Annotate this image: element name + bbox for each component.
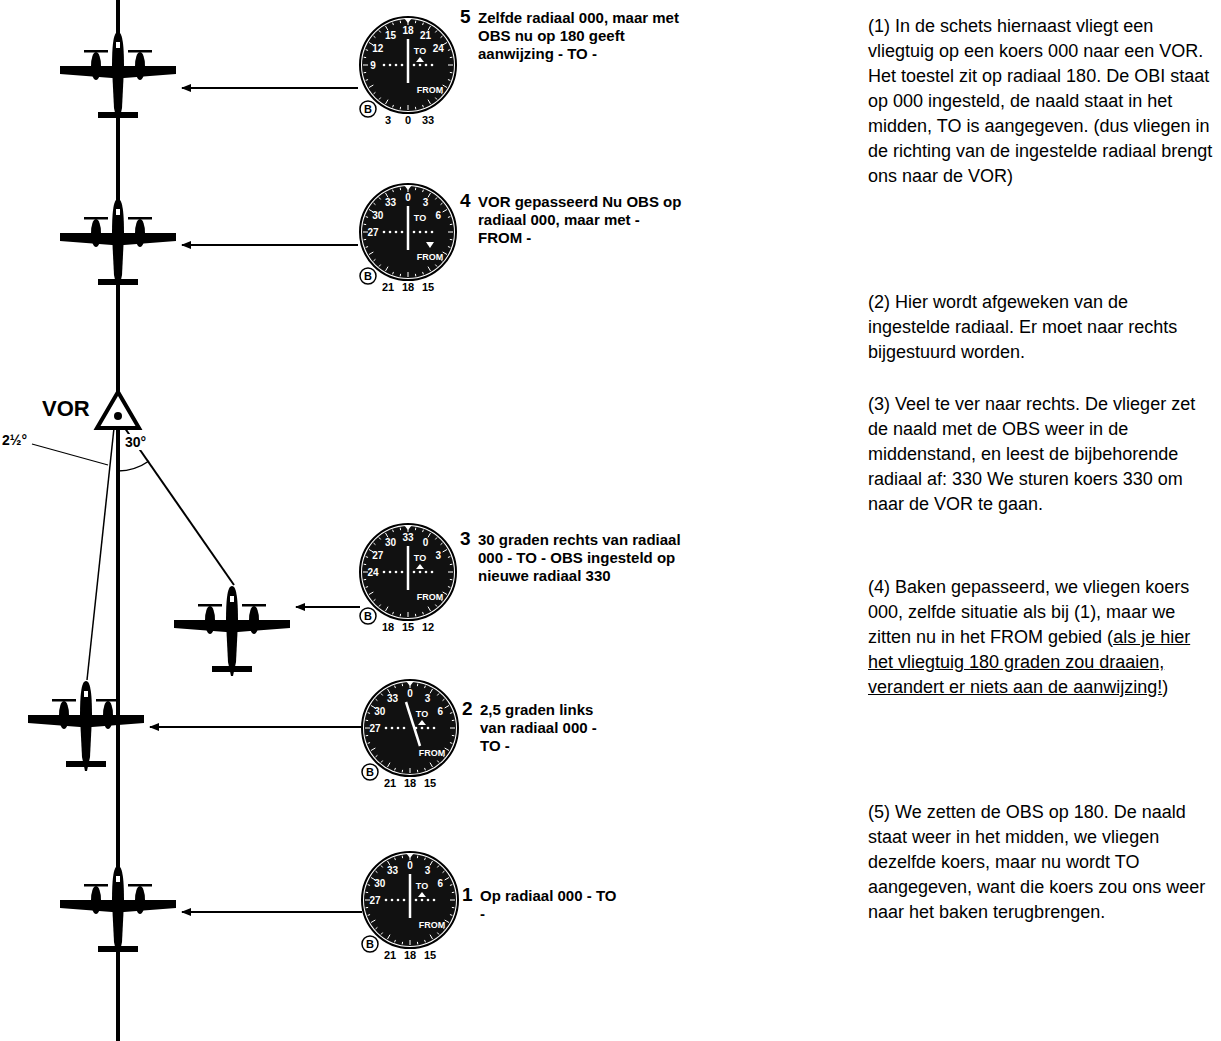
explanation-text: (2) Hier wordt afgeweken van de ingestel… <box>868 290 1213 365</box>
from-flag-label: FROM <box>417 592 444 602</box>
bearing-number: 15 <box>422 281 434 293</box>
instrument-caption: Op radiaal 000 - TO - <box>480 887 620 923</box>
instrument-letter: B <box>366 766 374 778</box>
explanation-text: (1) In de schets hiernaast vliegt een vl… <box>868 14 1213 189</box>
compass-number: 27 <box>372 549 383 560</box>
compass-number: 12 <box>372 42 383 53</box>
compass-number: 27 <box>369 895 380 906</box>
compass-number: 3 <box>423 196 429 207</box>
bearing-number: 0 <box>405 114 411 126</box>
compass-number: 30 <box>372 209 383 220</box>
angle-arc <box>118 461 149 471</box>
bearing-number: 33 <box>422 114 434 126</box>
compass-number: 24 <box>433 42 444 53</box>
bearing-number: 12 <box>422 621 434 633</box>
compass-number: 33 <box>402 532 413 543</box>
bearing-number: 21 <box>382 281 394 293</box>
callout-number: 4 <box>460 190 471 212</box>
compass-number: 6 <box>438 877 444 888</box>
bearing-number: 21 <box>384 949 396 961</box>
compass-number: 18 <box>402 25 413 36</box>
compass-number: 33 <box>387 692 398 703</box>
compass-number: 9 <box>370 60 376 71</box>
explanation-text: (3) Veel te ver naar rechts. De vlieger … <box>868 392 1213 517</box>
compass-number: 3 <box>425 864 431 875</box>
instrument-caption: 30 graden rechts van radiaal 000 - TO - … <box>478 531 683 585</box>
bearing-number: 18 <box>382 621 394 633</box>
instrument-letter: B <box>364 270 372 282</box>
compass-number: 6 <box>438 705 444 716</box>
angle-label: 2½° <box>2 432 27 448</box>
compass-number: 0 <box>423 536 429 547</box>
deviation-line <box>87 428 114 680</box>
compass-number: 3 <box>425 692 431 703</box>
from-flag-label: FROM <box>417 85 444 95</box>
compass-number: 33 <box>387 864 398 875</box>
compass-number: 33 <box>385 196 396 207</box>
callout-number: 2 <box>462 698 473 720</box>
explanation-text: ) <box>1162 677 1168 697</box>
callout-number: 5 <box>460 6 471 28</box>
instrument-letter: B <box>364 610 372 622</box>
to-flag-label: TO <box>416 881 428 891</box>
bearing-number: 18 <box>402 281 414 293</box>
compass-number: 27 <box>367 227 378 238</box>
instrument-caption: Zelfde radiaal 000, maar met OBS nu op 1… <box>478 9 683 63</box>
to-flag-label: TO <box>416 709 428 719</box>
bearing-number: 18 <box>404 949 416 961</box>
from-flag-label: FROM <box>417 252 444 262</box>
compass-number: 0 <box>407 688 413 699</box>
obi-instruments <box>360 17 458 952</box>
to-flag-label: TO <box>414 553 426 563</box>
explanation-text: (4) Baken gepasseerd, we vliegen koers 0… <box>868 575 1213 700</box>
from-flag-label: FROM <box>419 920 446 930</box>
compass-number: 21 <box>420 29 431 40</box>
bearing-number: 15 <box>402 621 414 633</box>
leader-line <box>32 444 108 465</box>
compass-number: 0 <box>405 192 411 203</box>
bearing-number: 3 <box>385 114 391 126</box>
pointer-arrows <box>150 88 362 912</box>
compass-number: 30 <box>374 705 385 716</box>
callout-number: 3 <box>460 528 471 550</box>
compass-number: 6 <box>436 209 442 220</box>
compass-number: 30 <box>385 536 396 547</box>
callout-number: 1 <box>462 884 473 906</box>
bearing-number: 15 <box>424 777 436 789</box>
compass-number: 27 <box>369 723 380 734</box>
angle-label: 30° <box>124 434 147 450</box>
instrument-letter: B <box>366 938 374 950</box>
to-flag-label: TO <box>414 213 426 223</box>
vor-dot <box>114 412 122 420</box>
bearing-number: 15 <box>424 949 436 961</box>
to-flag-label: TO <box>414 46 426 56</box>
compass-number: 3 <box>436 549 442 560</box>
bearing-number: 18 <box>404 777 416 789</box>
radial-330-line <box>122 424 234 585</box>
vor-label: VOR <box>42 396 90 422</box>
aircraft <box>28 32 290 956</box>
instrument-letter: B <box>364 103 372 115</box>
instrument-caption: VOR gepasseerd Nu OBS op radiaal 000, ma… <box>478 193 683 247</box>
vor-symbol <box>97 392 139 428</box>
instrument-caption: 2,5 graden links van radiaal 000 - TO - <box>480 701 620 755</box>
compass-number: 24 <box>367 567 378 578</box>
bearing-number: 21 <box>384 777 396 789</box>
compass-number: 0 <box>407 860 413 871</box>
compass-number: 30 <box>374 877 385 888</box>
compass-number: 15 <box>385 29 396 40</box>
explanation-text: (5) We zetten de OBS op 180. De naald st… <box>868 800 1213 925</box>
from-flag-label: FROM <box>419 748 446 758</box>
